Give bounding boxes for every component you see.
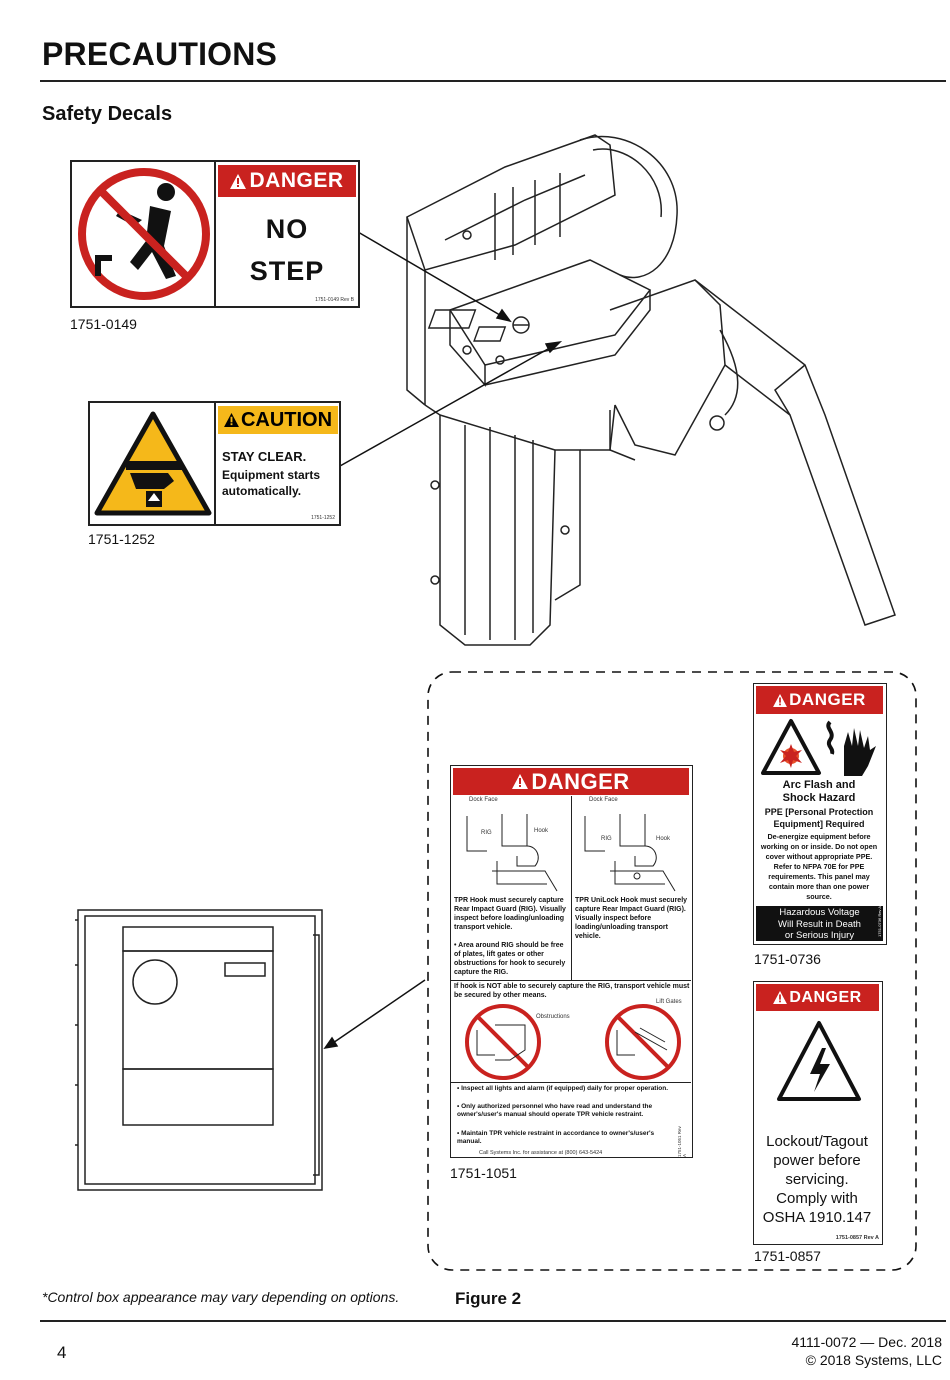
- arc-flash-footer3: or Serious Injury: [784, 930, 855, 941]
- crush-hazard-pictogram-icon: [94, 411, 212, 516]
- bottom-rule: [40, 1320, 946, 1322]
- no-step-decal: DANGER NO STEP 1751-0149 Rev B: [70, 160, 360, 308]
- prohibited-conditions-pictogram: [465, 1004, 681, 1080]
- hook-left: Hook: [534, 828, 549, 834]
- no-step-pictogram-icon: [78, 168, 210, 300]
- lockout-line5: OSHA 1910.147: [762, 1209, 872, 1226]
- tpr-text-left: TPR Hook must securely capture Rear Impa…: [454, 897, 566, 931]
- no-step-line2: STEP: [249, 256, 325, 286]
- arc-flash-body: De-energize equipment before working on …: [760, 832, 878, 901]
- figure-caption: Figure 2: [455, 1289, 522, 1308]
- electric-hazard-pictogram-icon: [777, 1021, 861, 1101]
- stay-clear-decal: CAUTION STAY CLEAR. Equipment starts aut…: [88, 401, 341, 526]
- tpr-bullet-1: • Inspect all lights and alarm (if equip…: [457, 1085, 669, 1092]
- doc-number: 4111-0072 — Dec. 2018: [791, 1334, 942, 1350]
- arc-flash-decal: DANGER Arc Flash and Shock Hazard PPE [P…: [753, 683, 887, 945]
- decal-code: 1751-1051 Rev A: [677, 1126, 687, 1157]
- warning-triangle-icon: [773, 693, 788, 707]
- dock-face-left: Dock Face: [469, 797, 498, 803]
- part-number-0736: 1751-0736: [754, 951, 821, 967]
- tpr-decal: DANGER Dock Face Dock Face RIG RIG Hook …: [450, 765, 693, 1158]
- decal-code: 1751-0736 Rev A: [877, 906, 882, 937]
- rig-right: RIG: [601, 836, 612, 842]
- hook-right: Hook: [656, 836, 671, 842]
- danger-header: DANGER: [453, 768, 689, 795]
- warning-triangle-icon: [773, 991, 788, 1004]
- danger-header: DANGER: [756, 984, 879, 1011]
- lockout-line2: power before: [773, 1152, 861, 1169]
- section-heading: Safety Decals: [42, 103, 173, 125]
- stay-clear-line1: STAY CLEAR.: [222, 449, 307, 464]
- part-number-1051: 1751-1051: [450, 1165, 517, 1181]
- danger-header-text: DANGER: [531, 768, 630, 794]
- lockout-decal: DANGER Lockout/Tagout power before servi…: [753, 981, 883, 1245]
- footnote: *Control box appearance may vary dependi…: [42, 1289, 400, 1305]
- lift-gates-label: Lift Gates: [656, 999, 682, 1005]
- copyright: © 2018 Systems, LLC: [805, 1352, 942, 1368]
- page-number: 4: [57, 1343, 67, 1362]
- arc-flash-title1: Arc Flash and: [782, 779, 856, 791]
- stay-clear-line2: Equipment starts: [222, 468, 321, 482]
- lockout-line3: servicing.: [785, 1171, 849, 1188]
- warning-triangle-icon: [230, 173, 247, 189]
- restraint-illustration: [406, 134, 896, 646]
- decal-code: 1751-0149 Rev B: [315, 297, 354, 303]
- tpr-warning: If hook is NOT able to securely capture …: [454, 983, 690, 999]
- page-title: PRECAUTIONS: [42, 36, 278, 72]
- tpr-bullet-2: • Only authorized personnel who have rea…: [457, 1103, 653, 1118]
- tpr-assist: Call Systems Inc. for assistance at (800…: [479, 1150, 603, 1156]
- arc-flash-title2: Shock Hazard: [782, 792, 856, 804]
- warning-triangle-icon: [223, 413, 239, 427]
- danger-header-text: DANGER: [249, 169, 344, 192]
- lockout-line1: Lockout/Tagout: [766, 1133, 868, 1150]
- arc-flash-footer1: Hazardous Voltage: [779, 907, 860, 918]
- danger-header: DANGER: [218, 165, 356, 197]
- tpr-hook-diagram-right: [584, 814, 676, 892]
- arc-flash-ppe: PPE [Personal Protection Equipment] Requ…: [764, 807, 874, 829]
- decal-code: 1751-0857 Rev A: [835, 1235, 879, 1241]
- danger-header-text: DANGER: [789, 690, 866, 709]
- tpr-text-right: TPR UniLock Hook must securely capture R…: [575, 897, 688, 940]
- part-number-0857: 1751-0857: [754, 1248, 821, 1264]
- top-rule: [40, 80, 946, 82]
- tpr-hook-diagram-left: [466, 814, 558, 892]
- tpr-text-left-bullet: • Area around RIG should be free of plat…: [454, 942, 566, 976]
- caution-header-text: CAUTION: [240, 408, 333, 431]
- part-number-0149: 1751-0149: [70, 316, 137, 332]
- danger-header-text: DANGER: [789, 988, 862, 1006]
- lockout-line4: Comply with: [776, 1190, 858, 1207]
- arc-flash-footer2: Will Result in Death: [778, 918, 861, 930]
- part-number-1252: 1751-1252: [88, 531, 155, 547]
- electric-shock-pictogram-icon: [826, 720, 876, 776]
- tpr-bullet-3: • Maintain TPR vehicle restraint in acco…: [457, 1130, 655, 1145]
- dock-face-right: Dock Face: [589, 797, 618, 803]
- warning-triangle-icon: [512, 774, 529, 789]
- stay-clear-line3: automatically.: [222, 484, 302, 498]
- decal-code: 1751-1252: [311, 515, 335, 521]
- lockout-text: Lockout/Tagout power before servicing. C…: [754, 1132, 880, 1227]
- caution-header: CAUTION: [218, 406, 338, 434]
- obstructions-label: Obstructions: [536, 1014, 570, 1020]
- control-box-illustration: [75, 909, 323, 1191]
- danger-header: DANGER: [756, 686, 883, 714]
- arc-flash-pictogram-icon: [761, 719, 821, 775]
- rig-left: RIG: [481, 830, 492, 836]
- no-step-line1: NO: [265, 214, 309, 244]
- arc-flash-footer: Hazardous Voltage Will Result in Death o…: [756, 906, 883, 941]
